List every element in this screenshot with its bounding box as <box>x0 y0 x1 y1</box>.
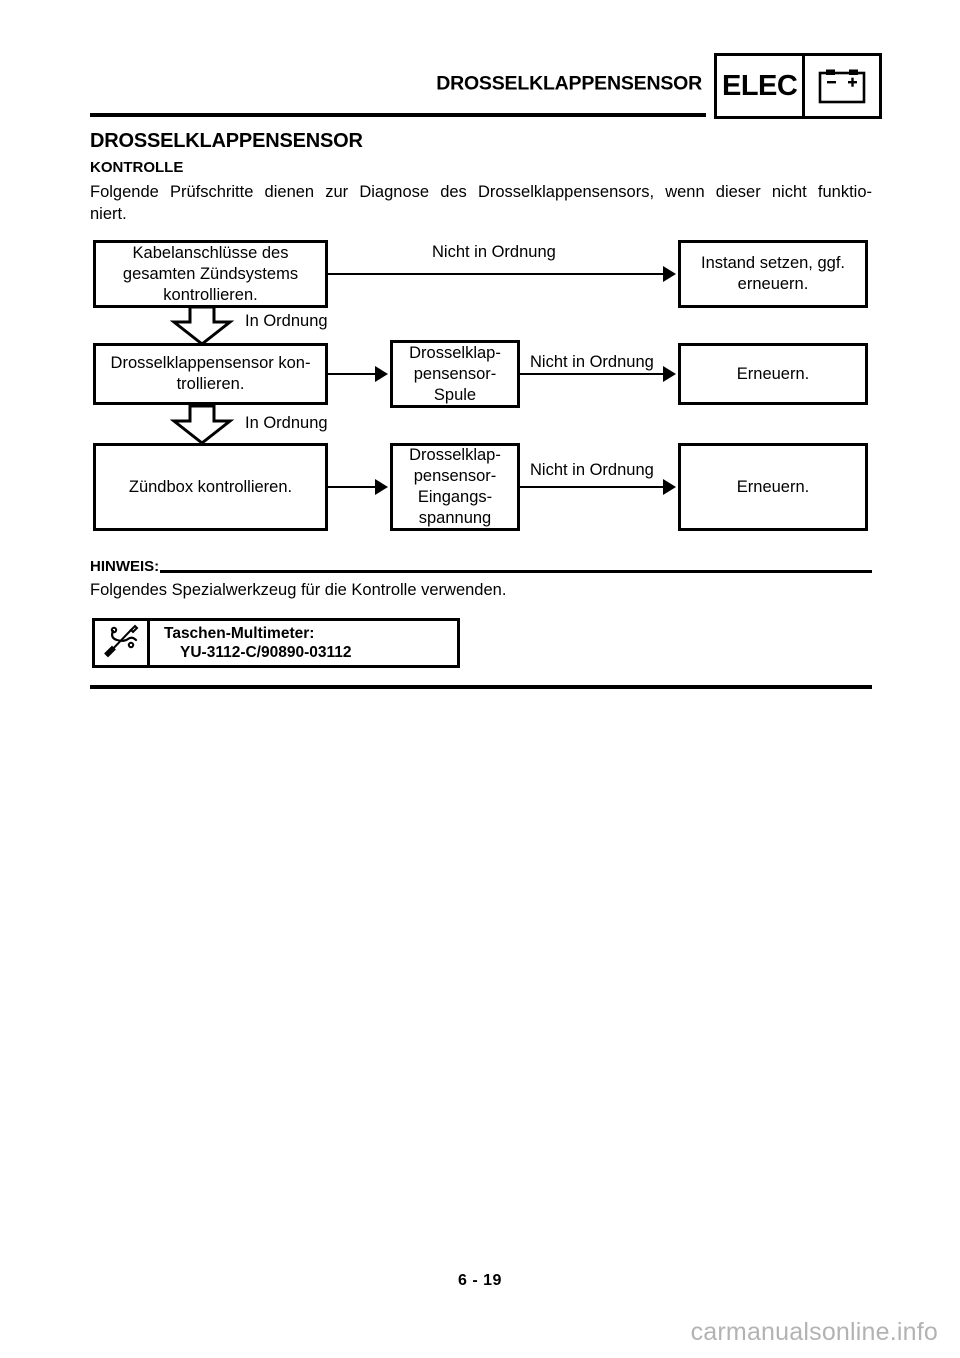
flow-connector-3a <box>328 486 376 488</box>
header-title: DROSSELKLAPPENSENSOR <box>436 72 702 95</box>
intro-paragraph: Folgende Prüfschritte dienen zur Diagnos… <box>90 181 872 225</box>
flow-action-box-2: Erneuern. <box>678 343 868 405</box>
note-text: Folgendes Spezialwerkzeug für die Kontro… <box>90 581 507 599</box>
chapter-badge-icon-cell <box>802 56 879 116</box>
page-header: DROSSELKLAPPENSENSOR ELEC <box>0 0 960 128</box>
watermark: carmanualsonline.info <box>690 1318 938 1346</box>
section-title: DROSSELKLAPPENSENSOR <box>90 130 363 152</box>
header-divider <box>90 113 706 117</box>
tool-name: Taschen-Multimeter: <box>164 625 315 642</box>
flow-down-arrow-1 <box>169 305 235 351</box>
note-heading: HINWEIS: <box>90 558 160 575</box>
page-bottom-divider <box>90 685 872 689</box>
intro-line-2: niert. <box>90 205 127 223</box>
flow-measure-box-2: Drosselklap-pensensor-Spule <box>390 340 520 408</box>
flow-connector-3b <box>520 486 664 488</box>
battery-icon <box>816 66 868 106</box>
special-tool-box: Taschen-Multimeter: YU-3112-C/90890-0311… <box>92 618 460 668</box>
flow-down-arrow-2 <box>169 404 235 450</box>
intro-line-1: Folgende Prüfschritte dienen zur Diagnos… <box>90 183 872 201</box>
flow-action-box-3: Erneuern. <box>678 443 868 531</box>
flow-check-box-2: Drosselklappensensor kon-trollieren. <box>93 343 328 405</box>
flow-measure-box-3: Drosselklap-pensensor-Eingangs-spannung <box>390 443 520 531</box>
screwdriver-wrench-icon <box>101 621 141 666</box>
flow-connector-2a <box>328 373 376 375</box>
flow-fail-label-3: Nicht in Ordnung <box>528 461 656 480</box>
flow-arrowhead-2b <box>663 366 676 382</box>
flow-pass-label-2: In Ordnung <box>243 414 330 433</box>
flow-pass-label-1: In Ordnung <box>243 312 330 331</box>
flow-connector-1 <box>328 273 664 275</box>
tool-text: Taschen-Multimeter: YU-3112-C/90890-0311… <box>150 621 457 665</box>
tool-part-number: YU-3112-C/90890-03112 <box>180 644 352 661</box>
flow-arrowhead-3a <box>375 479 388 495</box>
page-number: 6 - 19 <box>458 1272 502 1289</box>
flow-arrowhead-1 <box>663 266 676 282</box>
flow-arrowhead-2a <box>375 366 388 382</box>
diagnostic-flowchart: Kabelanschlüsse des gesamten Zündsystems… <box>93 240 868 531</box>
chapter-badge: ELEC <box>714 53 883 119</box>
section-subtitle: KONTROLLE <box>90 159 184 176</box>
flow-connector-2b <box>520 373 664 375</box>
tool-icon-cell <box>95 621 150 665</box>
note-divider <box>160 570 872 573</box>
flow-check-box-1: Kabelanschlüsse des gesamten Zündsystems… <box>93 240 328 308</box>
flow-arrowhead-3b <box>663 479 676 495</box>
flow-fail-label-2: Nicht in Ordnung <box>528 353 656 372</box>
flow-fail-label-1: Nicht in Ordnung <box>430 243 558 262</box>
chapter-badge-label: ELEC <box>722 69 798 102</box>
flow-check-box-3: Zündbox kontrollieren. <box>93 443 328 531</box>
flow-action-box-1: Instand setzen, ggf. erneuern. <box>678 240 868 308</box>
